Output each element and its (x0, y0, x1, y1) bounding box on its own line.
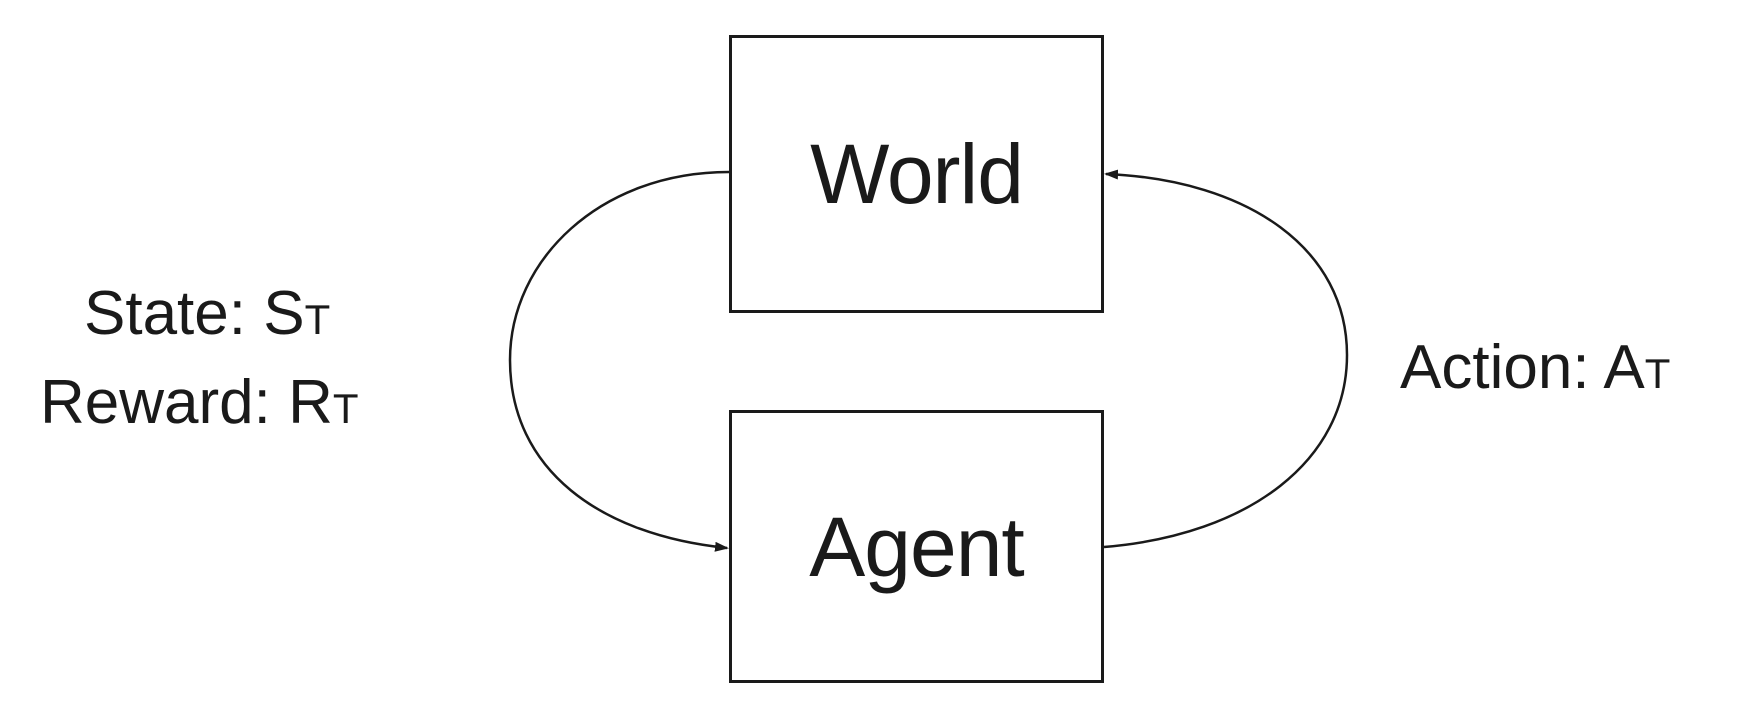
agent-node: Agent (729, 410, 1104, 683)
world-label: World (810, 127, 1024, 221)
action-label: Action: AT (1400, 337, 1670, 399)
action-label-text: Action: A (1400, 333, 1645, 402)
state-label-subscript: T (304, 296, 331, 343)
agent-label: Agent (809, 499, 1025, 594)
state-label: State: ST (84, 283, 330, 345)
action-arrow (1103, 169, 1349, 549)
reward-label-subscript: T (332, 385, 359, 432)
state-label-text: State: S (84, 279, 305, 348)
world-node: World (729, 35, 1104, 313)
action-label-subscript: T (1644, 350, 1671, 397)
reward-label: Reward: RT (40, 372, 359, 434)
state-reward-arrow (508, 170, 730, 552)
reward-label-text: Reward: R (40, 368, 333, 437)
